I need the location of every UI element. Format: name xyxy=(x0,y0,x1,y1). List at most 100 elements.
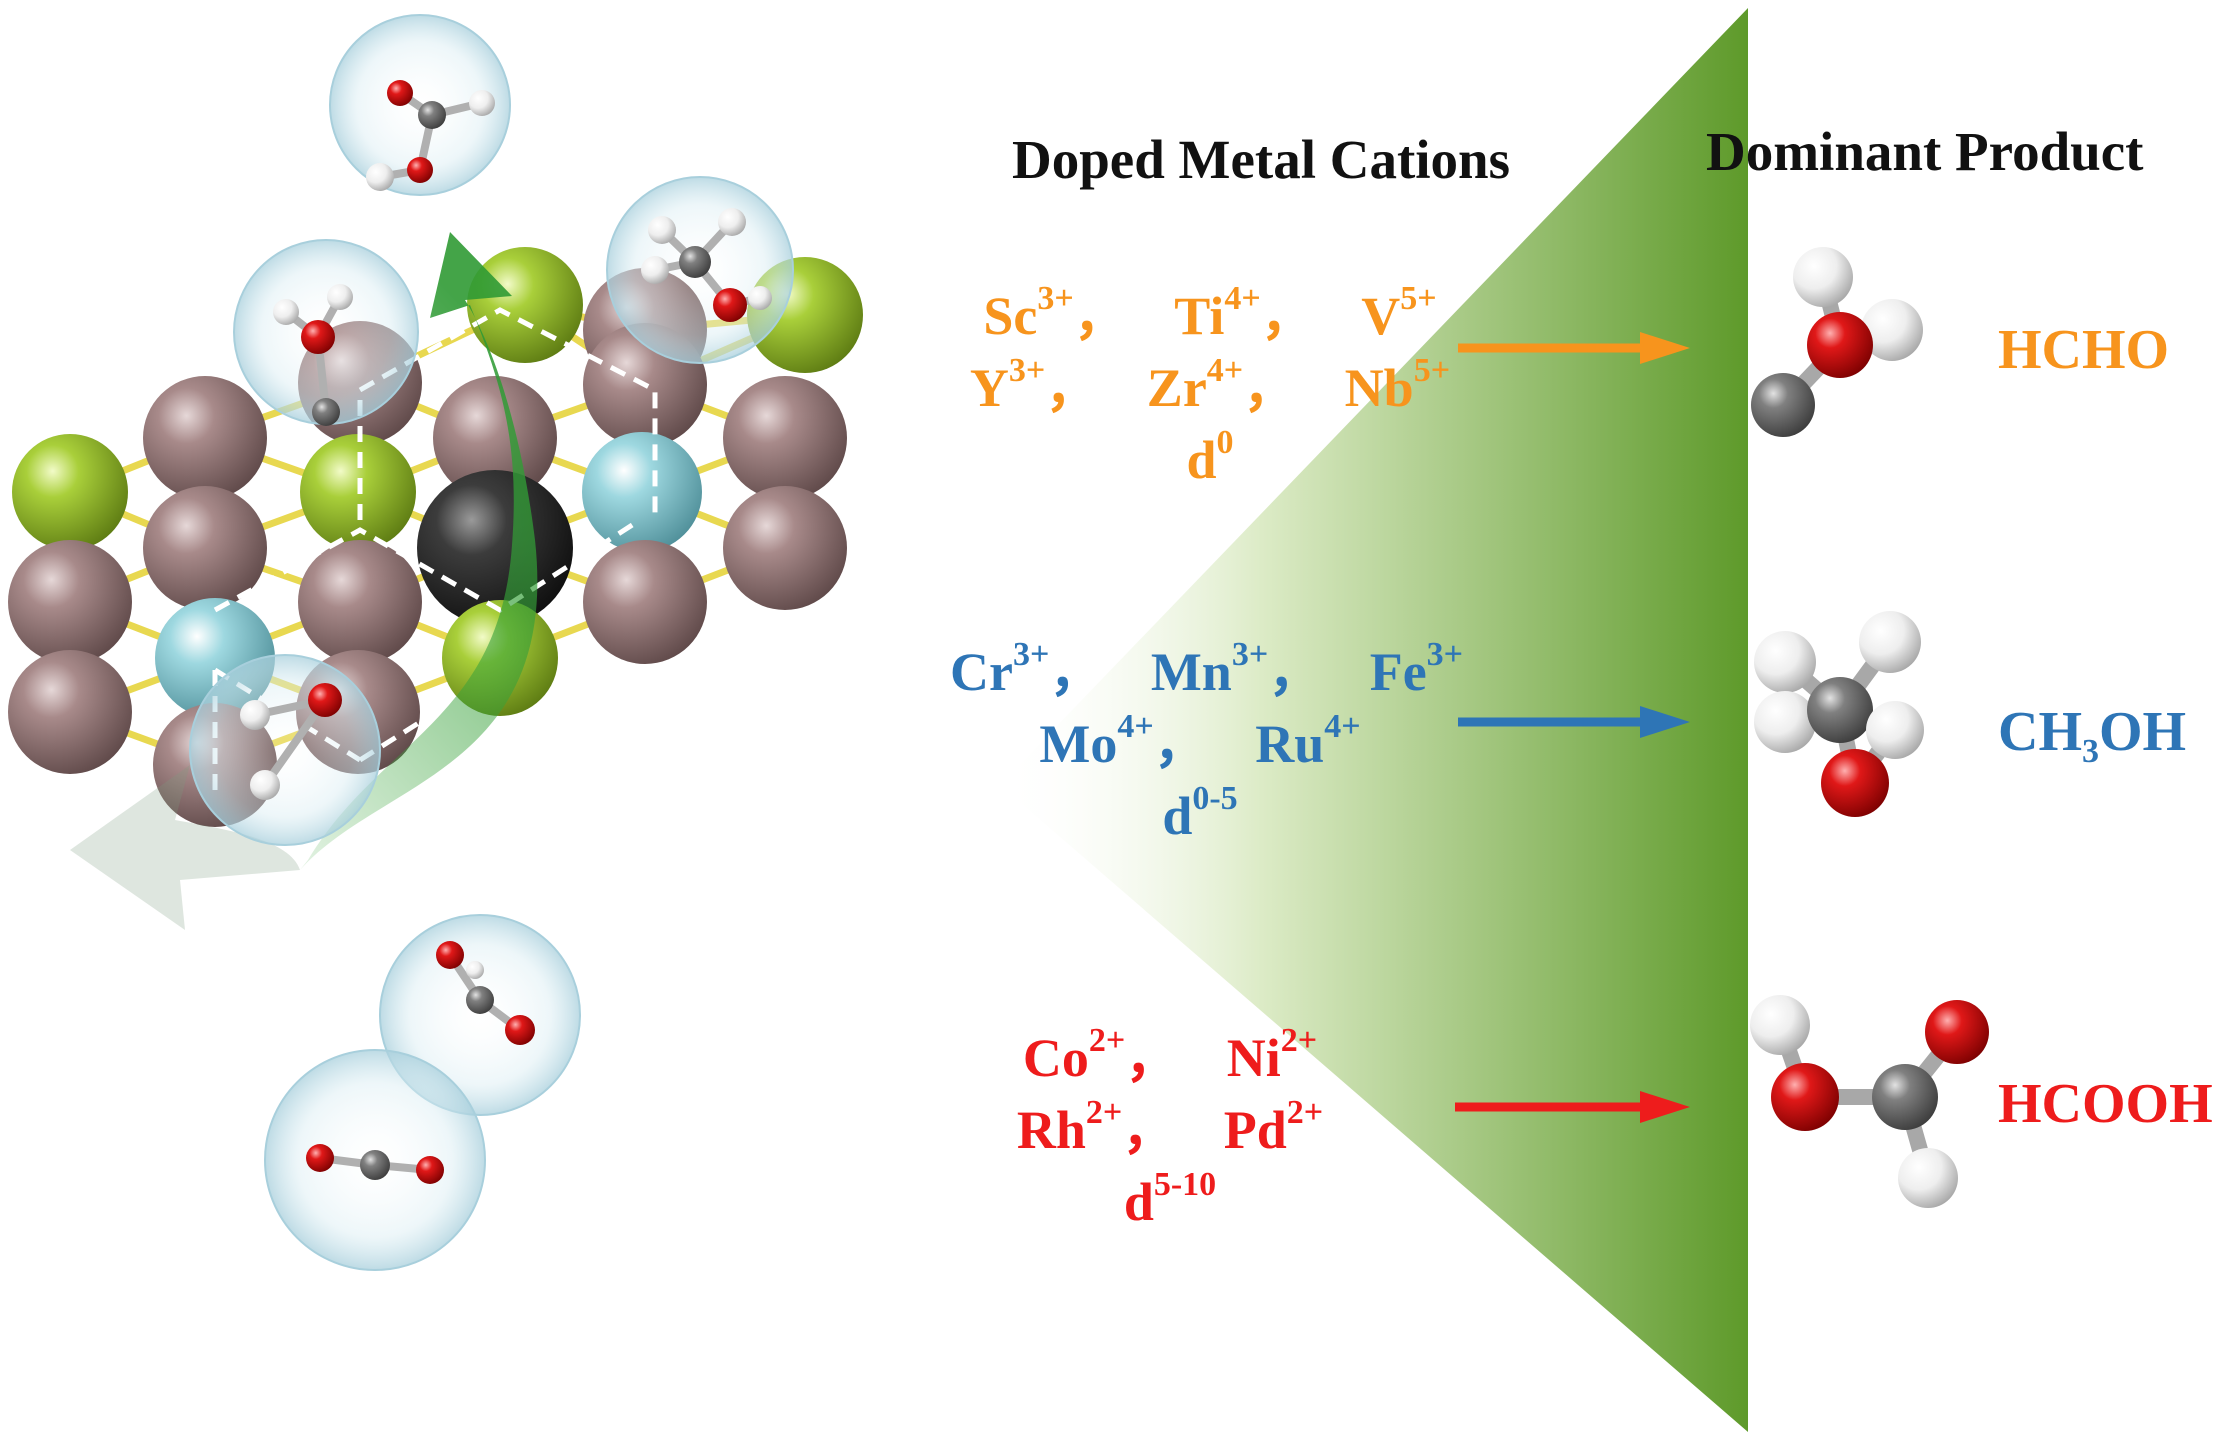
ion-ni: Ni2+ xyxy=(1226,1022,1318,1088)
header-doped-metal-cations: Doped Metal Cations xyxy=(1012,129,1511,190)
carbon-atom xyxy=(466,986,494,1014)
host-atom xyxy=(298,540,422,664)
cation-row: Co2+， Ni2+ xyxy=(960,1022,1380,1102)
host-atom xyxy=(143,376,267,500)
left-arrowhead xyxy=(70,765,300,930)
oxygen-atom xyxy=(416,1156,444,1184)
adsorbate-bubbles xyxy=(189,14,794,1271)
carbon-atom xyxy=(1807,677,1873,743)
separator: ， xyxy=(1049,642,1104,702)
separator: ， xyxy=(1243,358,1298,418)
hydrogen-atom xyxy=(250,770,280,800)
hydrogen-atom xyxy=(1793,247,1853,307)
product-molecules xyxy=(1750,247,1989,1208)
cation-row: Y3+， Zr4+， Nb5+ xyxy=(960,352,1460,432)
oxygen-atom xyxy=(306,1144,334,1172)
fluorine-atom xyxy=(12,434,128,550)
d-electron-label: d5-10 xyxy=(1123,1166,1217,1232)
hydrogen-atom xyxy=(1754,631,1816,693)
oxygen-atom xyxy=(1771,1063,1839,1131)
cation-row: Cr3+， Mn3+， Fe3+ xyxy=(950,636,1463,716)
oxygen-atom xyxy=(407,157,433,183)
separator: ， xyxy=(1268,642,1323,702)
arrow-hcho xyxy=(1458,332,1690,364)
product-label-hcooh: HCOOH xyxy=(1998,1073,2213,1135)
host-atom xyxy=(723,376,847,500)
hydrogen-atom xyxy=(469,90,495,116)
ion-pd: Pd2+ xyxy=(1223,1094,1324,1160)
separator: ， xyxy=(1122,1100,1177,1160)
ion-cr: Cr3+ xyxy=(950,636,1050,702)
hydrogen-atom xyxy=(1859,611,1921,673)
cation-row: Mo4+， Ru4+ xyxy=(950,708,1450,788)
oxygen-atom xyxy=(1821,749,1889,817)
fluorine-atom xyxy=(467,247,583,363)
hydrogen-atom xyxy=(366,163,394,191)
cation-group-d5-10: Co2+， Ni2+ Rh2+， Pd2+ d5-10 xyxy=(960,1022,1380,1246)
separator: ， xyxy=(1073,286,1128,346)
host-atom xyxy=(8,540,132,664)
hydrogen-atom xyxy=(1898,1148,1958,1208)
oxygen-atom xyxy=(436,941,464,969)
separator: ， xyxy=(1260,286,1315,346)
ion-y: Y3+ xyxy=(969,352,1046,418)
host-atom xyxy=(143,486,267,610)
carbon-atom xyxy=(360,1150,390,1180)
arrow-ch3oh xyxy=(1458,706,1690,738)
oxygen-atom xyxy=(387,80,413,106)
cation-row: Rh2+， Pd2+ xyxy=(960,1094,1380,1174)
hydrogen-atom xyxy=(641,256,669,284)
hydrogen-atom xyxy=(648,216,676,244)
d-electron-label: d0 xyxy=(1186,424,1234,490)
separator: ， xyxy=(1045,358,1100,418)
hydrogen-atom xyxy=(240,700,270,730)
ion-mn: Mn3+ xyxy=(1150,636,1269,702)
header-dominant-product: Dominant Product xyxy=(1706,121,2144,182)
cation-group-d0: Sc3+， Ti4+， V5+ Y3+， Zr4+， Nb5+ d0 xyxy=(960,280,1460,504)
product-label-ch3oh: CH3OH xyxy=(1998,701,2187,771)
gradient-triangle xyxy=(1000,8,1748,1432)
arrow-hcooh xyxy=(1455,1091,1690,1123)
separator: ， xyxy=(1125,1028,1180,1088)
molecule-hcooh xyxy=(1750,995,1989,1208)
ion-ti: Ti4+ xyxy=(1174,280,1261,346)
oxygen-atom xyxy=(505,1015,535,1045)
oxygen-atom xyxy=(1807,312,1873,378)
carbon-atom xyxy=(1751,373,1815,437)
host-atom xyxy=(583,540,707,664)
ion-zr: Zr4+ xyxy=(1146,352,1244,418)
product-label-hcho: HCHO xyxy=(1998,319,2170,381)
oxygen-atom xyxy=(1925,1000,1989,1064)
host-atom xyxy=(8,650,132,774)
separator: ， xyxy=(1153,714,1208,774)
carbon-atom xyxy=(679,246,711,278)
bond xyxy=(261,697,329,788)
hydrogen-atom xyxy=(1754,691,1816,753)
dashed-guide xyxy=(213,517,642,613)
ion-fe: Fe3+ xyxy=(1369,636,1464,702)
bubble-ch3oh xyxy=(606,176,794,364)
ion-rh: Rh2+ xyxy=(1016,1094,1123,1160)
molecule-ch3oh xyxy=(1754,611,1924,817)
d-electron-label: d0-5 xyxy=(1162,780,1238,846)
bubble-h2o xyxy=(189,654,381,846)
hydrogen-atom xyxy=(1861,299,1923,361)
ion-v: V5+ xyxy=(1361,280,1437,346)
hydrogen-atom xyxy=(327,284,353,310)
oxygen-atom xyxy=(308,683,342,717)
cation-group-d0-5: Cr3+， Mn3+， Fe3+ Mo4+， Ru4+ d0-5 xyxy=(950,636,1463,860)
ion-ru: Ru4+ xyxy=(1255,708,1361,774)
dopant-atom xyxy=(582,432,702,552)
reaction-path-arrow xyxy=(300,232,538,870)
hydrogen-atom xyxy=(273,299,299,325)
hydrogen-atom xyxy=(1750,995,1810,1055)
cation-row: Sc3+， Ti4+， V5+ xyxy=(960,280,1460,360)
ion-nb: Nb5+ xyxy=(1344,352,1451,418)
molecule-hcho xyxy=(1751,247,1923,437)
ion-co: Co2+ xyxy=(1022,1022,1126,1088)
bubble-hcooh xyxy=(329,14,511,196)
dashed-guide xyxy=(357,307,658,520)
carbon-atom xyxy=(1872,1064,1938,1130)
hydrogen-atom xyxy=(748,286,772,310)
